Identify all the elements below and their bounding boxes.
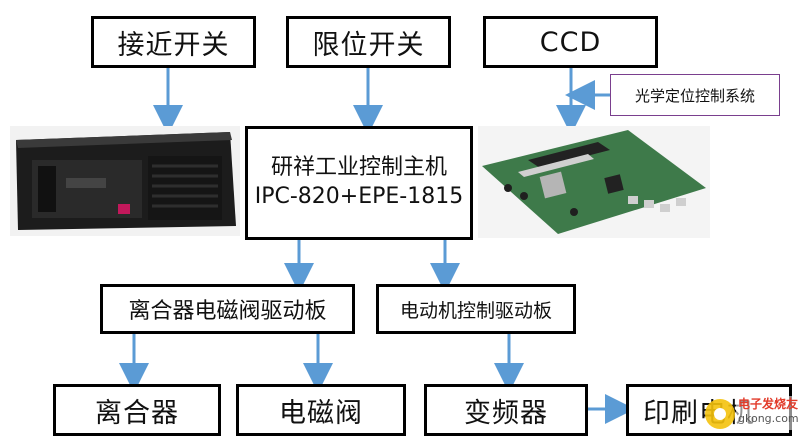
main-controller-title: 研祥工业控制主机 [270, 155, 447, 181]
ccd-label: CCD [539, 26, 602, 58]
motor-driver-label: 电动机控制驱动板 [399, 299, 552, 322]
clutch-solenoid-driver-box: 离合器电磁阀驱动板 [100, 284, 355, 334]
limit-switch-box: 限位开关 [286, 16, 451, 68]
optical-system-label: 光学定位控制系统 [634, 86, 755, 105]
watermark-logo-icon [705, 396, 794, 430]
inverter-label: 变频器 [464, 397, 548, 429]
printer-motor-label: 印刷电机 [643, 397, 755, 429]
ccd-box: CCD [483, 16, 658, 68]
motor-driver-box: 电动机控制驱动板 [376, 284, 576, 334]
watermark-site-name: 电子发烧友 [738, 397, 799, 411]
clutch-solenoid-driver-label: 离合器电磁阀驱动板 [128, 299, 327, 324]
proximity-switch-box: 接近开关 [91, 16, 256, 68]
proximity-switch-label: 接近开关 [117, 29, 230, 61]
solenoid-valve-box: 电磁阀 [236, 384, 406, 436]
clutch-label: 离合器 [95, 397, 179, 429]
industrial-pc-chassis-image [10, 126, 240, 236]
optical-system-note: 光学定位控制系统 [610, 74, 780, 116]
main-controller-model: IPC-820+EPE-1815 [254, 184, 464, 209]
solenoid-valve-label: 电磁阀 [279, 397, 363, 429]
motherboard-image [478, 126, 710, 238]
watermark-url: gkong.com [738, 412, 799, 425]
main-controller-box: 研祥工业控制主机 IPC-820+EPE-1815 [245, 126, 473, 240]
inverter-box: 变频器 [424, 384, 588, 436]
limit-switch-label: 限位开关 [312, 29, 425, 61]
clutch-box: 离合器 [53, 384, 221, 436]
